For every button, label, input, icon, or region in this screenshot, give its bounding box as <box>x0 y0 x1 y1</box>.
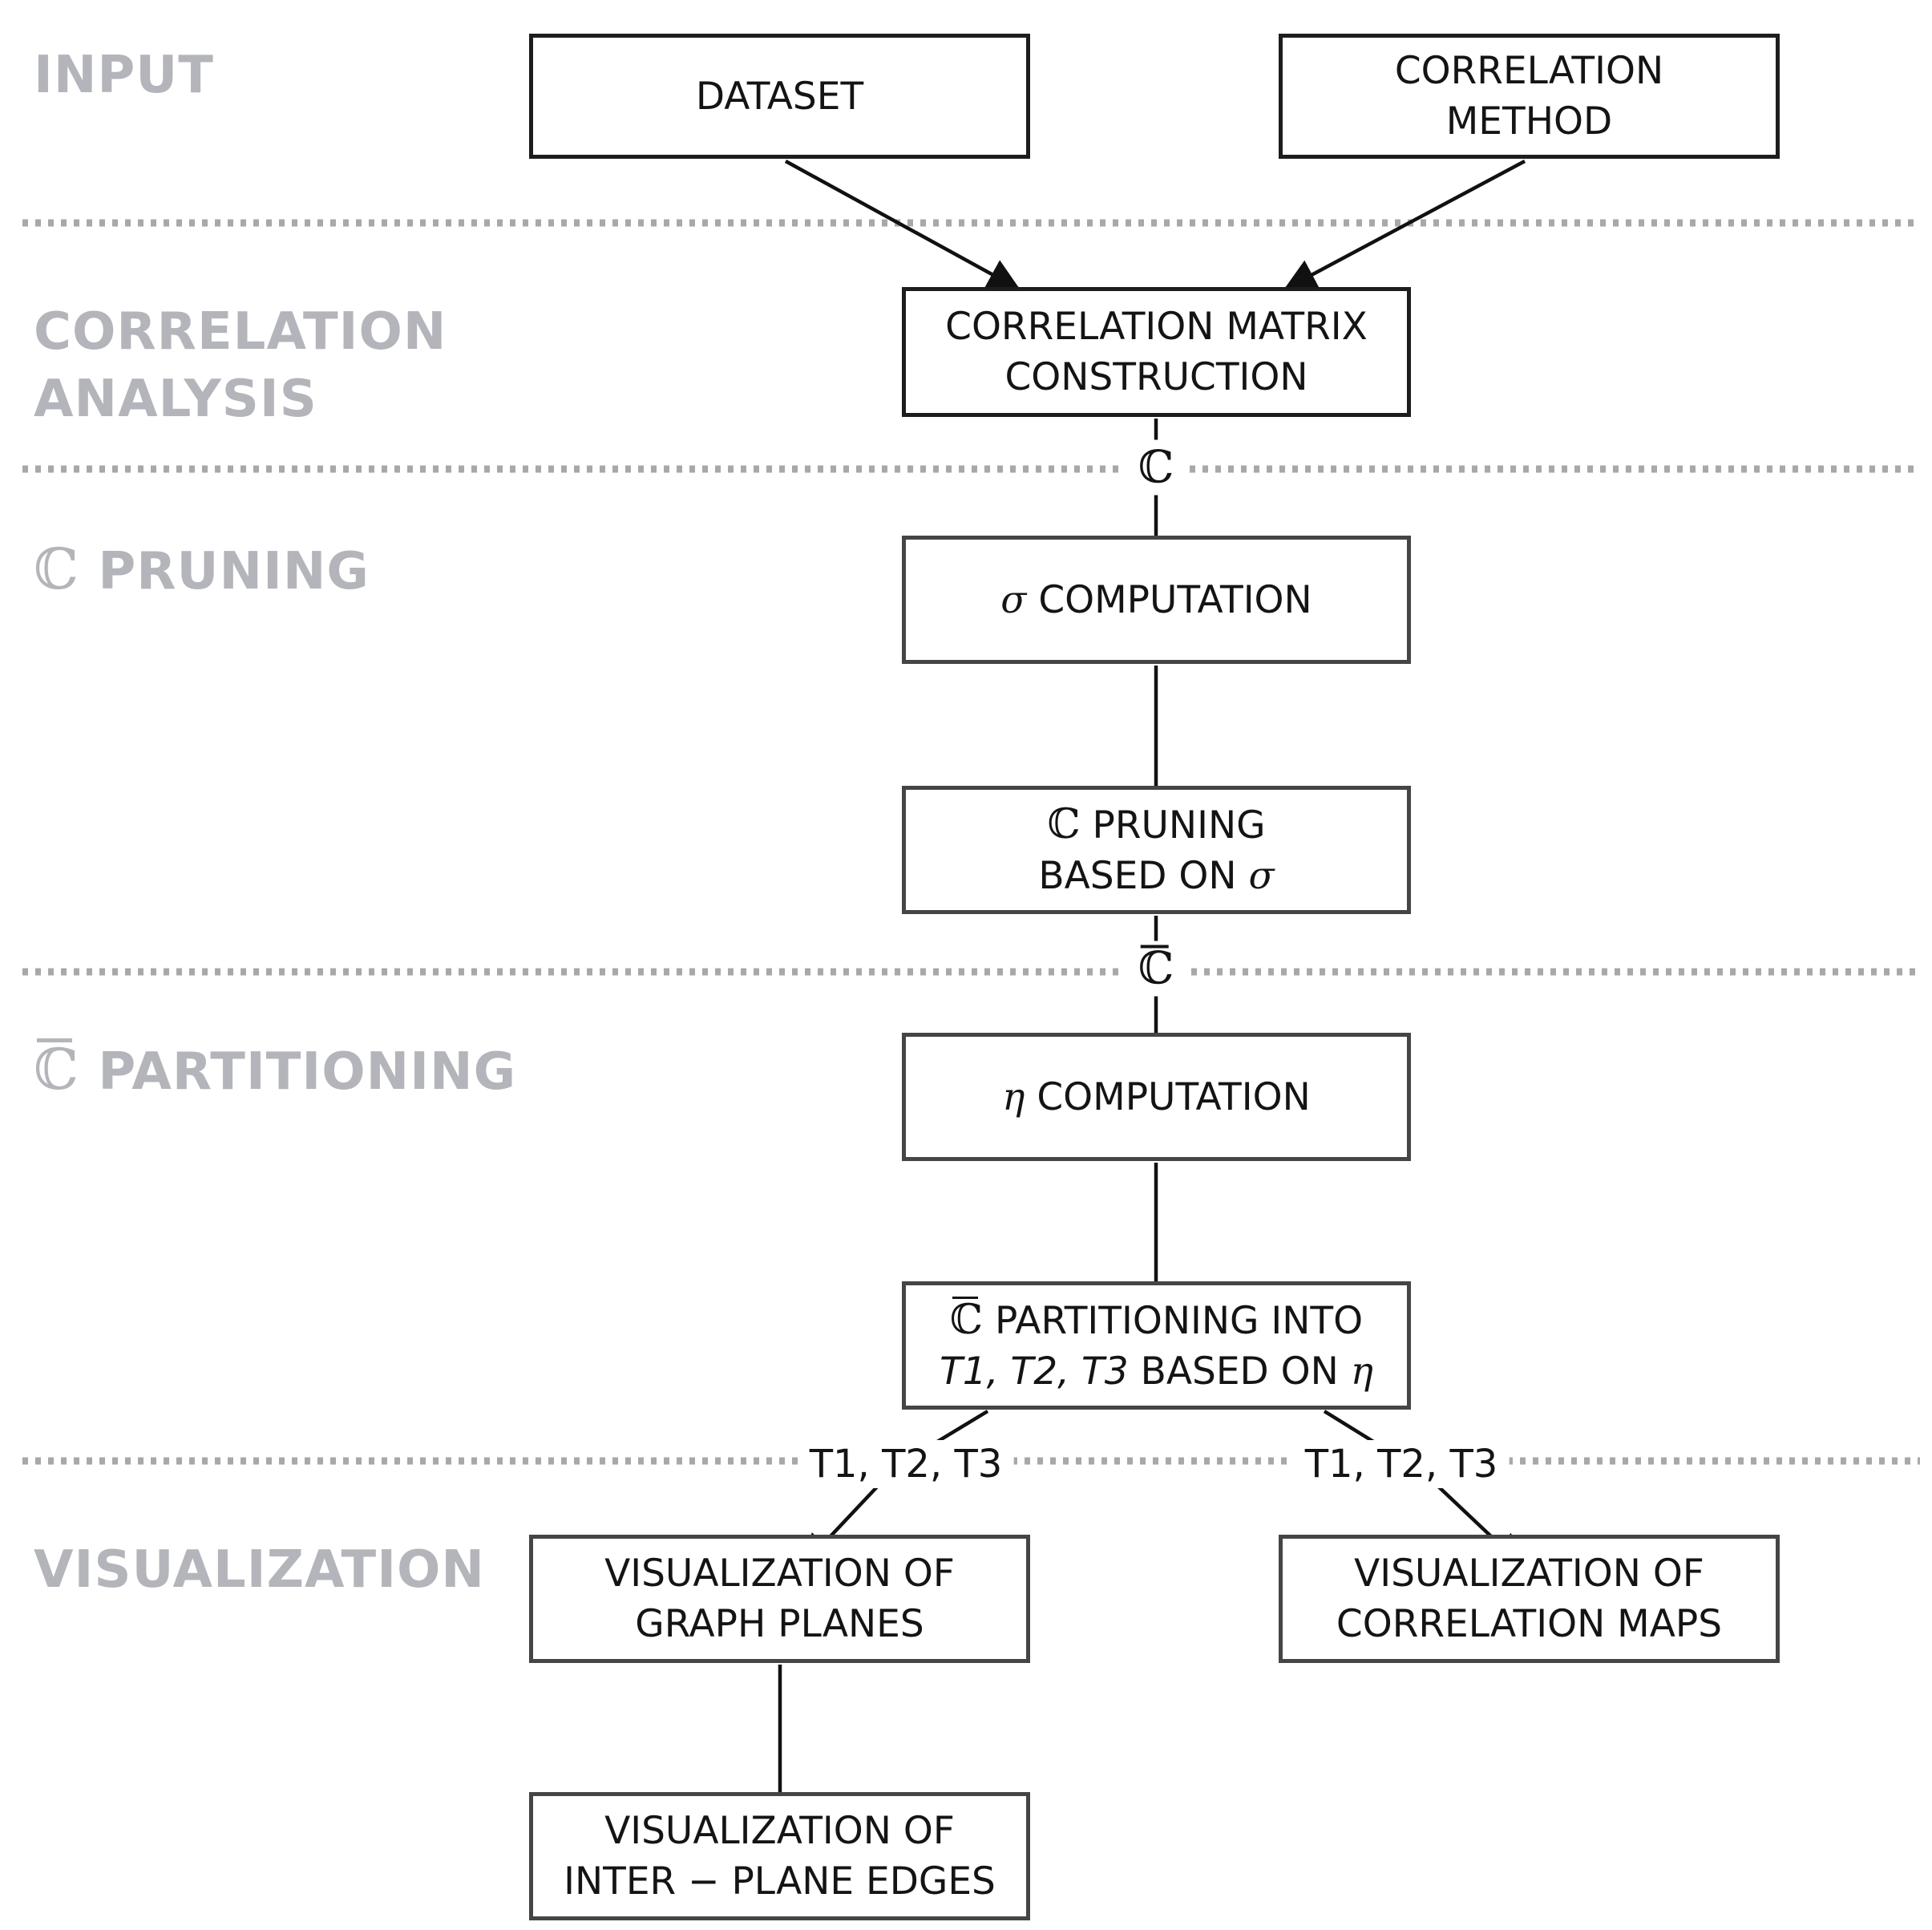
box-sigma-computation: σ COMPUTATION <box>902 536 1411 664</box>
box-c-partitioning-line1: ℂ PARTITIONING INTO <box>950 1295 1363 1346</box>
section-label-c-pruning-text: PRUNING <box>79 542 370 601</box>
box-dataset-label: DATASET <box>695 74 864 119</box>
box-interplane-line1: VISUALIZATION OF <box>604 1809 955 1853</box>
eta-symbol: η <box>1002 1074 1025 1119</box>
section-label-c-partitioning-text: PARTITIONING <box>79 1042 517 1102</box>
edge-label-c-matrix: ℂ <box>1126 439 1186 496</box>
arrow-method-to-matrix <box>1283 160 1526 290</box>
section-label-visualization-text: VISUALIZATION <box>34 1540 485 1600</box>
box-visualization-interplane-edges: VISUALIZATION OF INTER − PLANE EDGES <box>529 1792 1030 1920</box>
box-sigma-computation-text: COMPUTATION <box>1026 577 1312 622</box>
edge-label-t1-t2-t3-right: T1, T2, T3 <box>1293 1440 1510 1488</box>
box-graph-planes-line2: GRAPH PLANES <box>635 1602 924 1646</box>
box-correlation-maps-line2: CORRELATION MAPS <box>1336 1602 1723 1646</box>
box-eta-computation-text: COMPUTATION <box>1025 1074 1311 1119</box>
box-c-partitioning-line2: T1, T2, T3 BASED ON η <box>940 1346 1373 1397</box>
section-label-correlation-analysis-line1: CORRELATION <box>34 302 447 362</box>
section-label-c-pruning: ℂ PRUNING <box>34 536 370 605</box>
box-graph-planes-line1: VISUALIZATION OF <box>604 1552 955 1596</box>
edge-label-t1-t2-t3-left: T1, T2, T3 <box>798 1440 1014 1488</box>
box-correlation-method-line1: CORRELATION <box>1394 49 1664 93</box>
box-c-pruning: ℂ PRUNING BASED ON σ <box>902 786 1411 914</box>
edge-label-t-left-text: T1, T2, T3 <box>809 1442 1003 1487</box>
section-label-correlation-analysis: CORRELATION ANALYSIS <box>34 298 447 433</box>
box-c-partitioning-line2-text: BASED ON <box>1128 1349 1351 1394</box>
eta-symbol: η <box>1350 1349 1373 1394</box>
section-label-visualization: VISUALIZATION <box>34 1536 485 1604</box>
sigma-symbol: σ <box>1248 853 1275 898</box>
box-correlation-method-line2: METHOD <box>1445 99 1613 144</box>
blackboard-c-bar-symbol: ℂ <box>34 1037 80 1103</box>
box-interplane-line2: INTER − PLANE EDGES <box>564 1859 996 1904</box>
section-label-correlation-analysis-line2: ANALYSIS <box>34 370 317 429</box>
blackboard-c-symbol: ℂ <box>34 536 80 602</box>
box-c-pruning-line2: BASED ON σ <box>1038 851 1274 901</box>
box-c-partitioning: ℂ PARTITIONING INTO T1, T2, T3 BASED ON … <box>902 1281 1411 1410</box>
section-label-input-text: INPUT <box>34 46 214 105</box>
box-visualization-graph-planes: VISUALIZATION OF GRAPH PLANES <box>529 1535 1030 1663</box>
t1-t2-t3-italic: T1, T2, T3 <box>940 1349 1129 1394</box>
box-eta-computation-label: η COMPUTATION <box>1002 1072 1311 1123</box>
box-c-pruning-line1: ℂ PRUNING <box>1047 799 1265 851</box>
box-dataset: DATASET <box>529 34 1030 159</box>
box-c-partitioning-line1-text: PARTITIONING INTO <box>983 1298 1364 1343</box>
arrow-dataset-to-matrix <box>784 160 1021 290</box>
blackboard-c-bar-symbol: ℂ <box>949 1295 984 1344</box>
blackboard-c-symbol: ℂ <box>1047 799 1081 848</box>
box-matrix-line2: CONSTRUCTION <box>1004 355 1308 399</box>
section-label-c-partitioning: ℂ PARTITIONING <box>34 1036 516 1106</box>
blackboard-c-bar-symbol: ℂ <box>1138 942 1174 995</box>
box-c-pruning-line2-text: BASED ON <box>1038 853 1249 898</box>
box-correlation-maps-line1: VISUALIZATION OF <box>1354 1552 1704 1596</box>
box-visualization-correlation-maps: VISUALIZATION OF CORRELATION MAPS <box>1279 1535 1780 1663</box>
box-correlation-matrix-construction: CORRELATION MATRIX CONSTRUCTION <box>902 287 1411 417</box>
sigma-symbol: σ <box>1000 577 1027 622</box>
box-eta-computation: η COMPUTATION <box>902 1033 1411 1161</box>
box-correlation-method: CORRELATION METHOD <box>1279 34 1780 159</box>
blackboard-c-symbol: ℂ <box>1138 441 1174 494</box>
section-label-input: INPUT <box>34 42 214 109</box>
box-matrix-line1: CORRELATION MATRIX <box>945 305 1368 349</box>
edge-label-t-right-text: T1, T2, T3 <box>1304 1442 1498 1487</box>
edge-label-c-bar: ℂ <box>1126 941 1186 997</box>
box-c-pruning-line1-text: PRUNING <box>1080 803 1266 848</box>
box-sigma-computation-label: σ COMPUTATION <box>1000 575 1312 625</box>
